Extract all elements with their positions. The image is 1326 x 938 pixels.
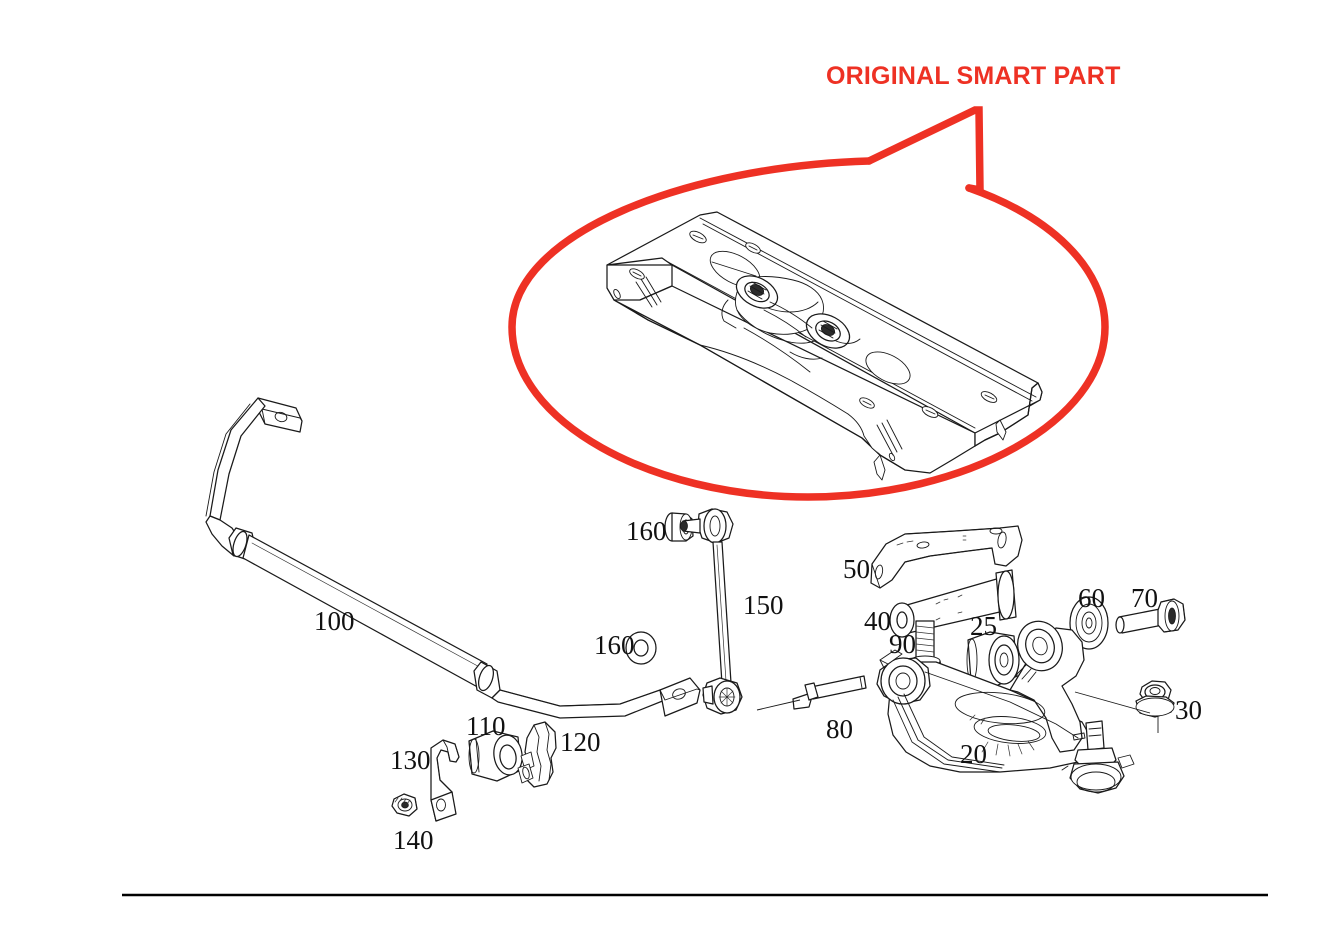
part-label-40: 40 [864,606,891,636]
stabilizer-bar-drawing [205,397,701,719]
part-label-100: 100 [314,606,355,636]
bracket-50-drawing [870,525,1023,589]
part-label-160-lower: 160 [594,630,635,660]
original-part-callout-highlight [508,106,1109,501]
part-label-25: 25 [970,611,997,641]
subframe-crossmember-drawing [606,211,1043,481]
lock-nut-140-drawing [391,793,418,817]
part-label-140: 140 [393,825,434,855]
part-label-60: 60 [1078,583,1105,613]
part-label-120: 120 [560,727,601,757]
hex-bolt-70-drawing [1115,598,1186,634]
part-label-90: 90 [889,629,916,659]
large-washer-60-drawing [1069,596,1109,650]
link-nut-lower-drawing [625,631,657,665]
pinch-bolt-80-drawing [756,675,867,711]
clamp-bracket-drawing [517,721,557,788]
flange-nut-30-drawing [1074,680,1175,733]
lower-control-arm-drawing [876,620,1135,794]
bushing-tube-40-drawing [889,569,1017,638]
part-label-50: 50 [843,554,870,584]
part-label-150: 150 [743,590,784,620]
part-label-110: 110 [466,711,506,741]
part-label-70: 70 [1131,583,1158,613]
part-label-80: 80 [826,714,853,744]
part-label-160-upper: 160 [626,516,667,546]
stabilizer-bushing-drawing [468,730,523,782]
original-part-callout-title: ORIGINAL SMART PART [826,62,1121,90]
part-label-30: 30 [1175,695,1202,725]
control-arm-bushing-25-drawing [966,631,1020,687]
stabilizer-link-drawing [680,508,743,715]
part-label-130: 130 [390,745,431,775]
mounting-bracket-130-drawing [430,739,460,822]
part-label-20: 20 [960,739,987,769]
